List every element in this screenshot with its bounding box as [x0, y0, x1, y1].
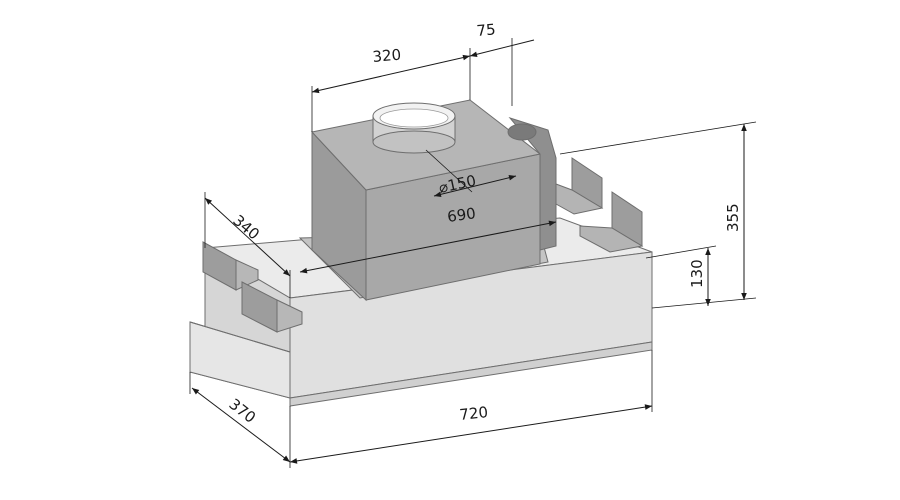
dim-320-label: 320: [372, 46, 402, 66]
dim-720-line: [289, 404, 653, 464]
side-module-cap: [507, 123, 537, 141]
dim-370-label: 370: [226, 395, 260, 427]
dim-720-label: 720: [459, 403, 489, 424]
dim-355-label: 355: [724, 203, 742, 232]
duct-collar: [372, 102, 456, 154]
dim-320-line: [311, 54, 471, 94]
dimension-heights: 355 130: [559, 121, 757, 309]
dimension-top: 320 75: [311, 20, 535, 132]
dim-75-line: [469, 39, 535, 58]
dim-75-label: 75: [476, 20, 497, 40]
dim-130-label: 130: [688, 259, 706, 288]
dimension-body: ⌀150 690: [299, 149, 557, 274]
dim-340-label: 340: [229, 211, 263, 243]
dim-370-line: [191, 387, 291, 463]
housing-side-module: [508, 117, 557, 251]
dim-690-label: 690: [446, 204, 477, 226]
